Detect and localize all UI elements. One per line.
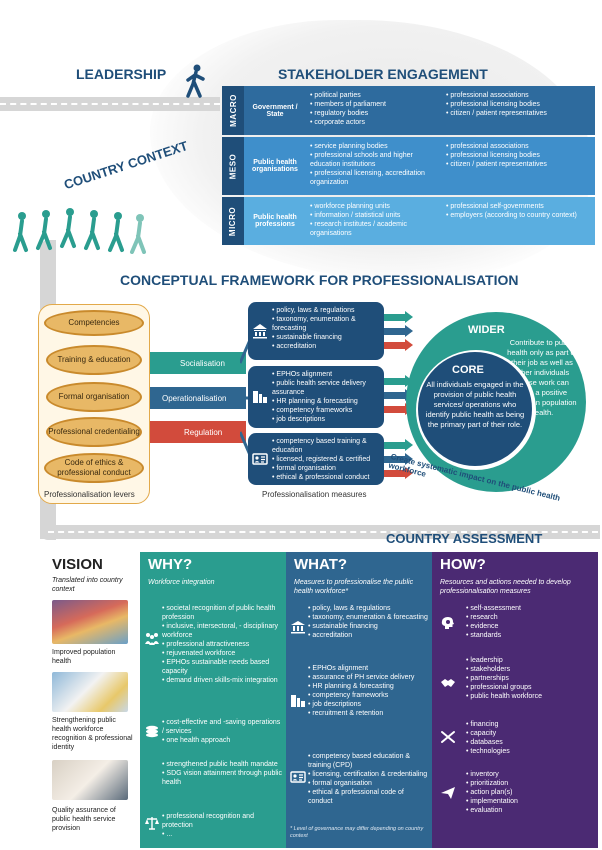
arrow-right: [384, 325, 413, 337]
road-marking: [48, 531, 598, 533]
band-socialisation: Socialisation: [150, 352, 246, 374]
why-column: WHY? Workforce integration: [140, 552, 286, 848]
arrow-right: [384, 389, 413, 401]
levers-caption: Professionalisation levers: [44, 490, 135, 499]
arrow-right: [384, 439, 413, 451]
what-subtitle: Measures to professionalise the public h…: [294, 579, 414, 595]
why-list: societal recognition of public health pr…: [162, 604, 282, 685]
measures-group-operations: EPHOs alignmentpublic health service del…: [248, 366, 384, 428]
group-walking-icon: [13, 208, 146, 254]
walking-person-icon: [186, 64, 205, 98]
how-subtitle: Resources and actions needed to develop …: [440, 579, 571, 595]
coins-icon: [146, 725, 158, 738]
measures-caption: Professionalisation measures: [262, 490, 367, 499]
leadership-heading: LEADERSHIP: [76, 66, 167, 82]
vision-item: Improved population health: [52, 649, 116, 665]
handshake-icon: [441, 679, 455, 687]
actors-column: service planning bodiesprofessional scho…: [306, 137, 442, 195]
handshake-photo: [52, 760, 128, 800]
lever-formal-organisation: Formal organisation: [46, 382, 142, 412]
actors-column: professional self-governmentsemployers (…: [442, 197, 592, 245]
actors-column: professional associationsprofessional li…: [442, 86, 592, 135]
government-building-icon: [253, 324, 267, 339]
what-footnote: * Level of governance may differ dependi…: [290, 826, 424, 839]
vision-subtitle: Translated into country context: [52, 577, 123, 593]
tools-icon: [441, 731, 455, 743]
lever-competencies: Competencies: [44, 310, 144, 336]
arrow-right: [384, 339, 413, 351]
id-card-icon: [290, 771, 306, 783]
scales-icon: [145, 817, 159, 830]
stakeholder-row-meso: MESO Public health organisations service…: [222, 137, 595, 195]
how-list: self-assessmentresearchevidencestandards: [466, 604, 586, 640]
why-subtitle: Workforce integration: [148, 579, 215, 586]
wider-text: Contribute to public health only as part…: [507, 338, 577, 417]
why-title: WHY?: [148, 556, 193, 573]
vision-item: Quality assurance of public health servi…: [52, 807, 116, 832]
arrow-right: [384, 375, 413, 387]
government-building-icon: [291, 621, 305, 634]
core-title: CORE: [452, 364, 484, 376]
paper-plane-icon: [441, 787, 455, 799]
vision-title: VISION: [52, 556, 103, 573]
speech-bubbles-photo: [52, 672, 128, 712]
head-gears-icon: [441, 617, 454, 629]
stairs-photo: [52, 600, 128, 644]
id-card-icon: [252, 453, 268, 465]
how-list: inventoryprioritizationaction plan(s)imp…: [466, 770, 586, 815]
vision-item: Strengthening public health workforce re…: [52, 717, 133, 751]
actors-column: workforce planning unitsinformation / st…: [306, 197, 442, 245]
measures-group-training: competency based training & educationlic…: [248, 433, 384, 485]
organisation-chart-icon: [291, 695, 305, 707]
how-list: financingcapacitydatabasestechnologies: [466, 720, 586, 756]
stakeholder-heading: STAKEHOLDER ENGAGEMENT: [278, 66, 488, 82]
level-title: Government / State: [252, 103, 298, 118]
what-title: WHAT?: [294, 556, 348, 573]
why-list: cost-effective and -saving operations / …: [162, 718, 282, 745]
level-label: MICRO: [222, 197, 244, 245]
arrow-right: [384, 403, 413, 415]
what-list: EPHOs alignmentassurance of PH service d…: [308, 664, 428, 718]
lever-code-of-ethics: Code of ethics & professional conduct: [44, 453, 144, 483]
arrow-right: [384, 467, 413, 479]
level-label: MESO: [222, 137, 244, 195]
lever-training: Training & education: [46, 345, 142, 375]
actors-column: professional associationsprofessional li…: [442, 137, 592, 195]
actors-column: political partiesmembers of parliamentre…: [306, 86, 442, 135]
level-label: MACRO: [222, 86, 244, 135]
organisation-chart-icon: [253, 391, 267, 403]
people-group-icon: [145, 633, 159, 645]
stakeholder-row-macro: MACRO Government / State political parti…: [222, 86, 595, 135]
lever-credentialing: Professional credentialing: [46, 417, 142, 447]
core-text: All individuals engaged in the provision…: [425, 380, 525, 429]
why-list: professional recognition and protection.…: [162, 812, 282, 839]
measures-group-policy: policy, laws & regulationstaxonomy, enum…: [248, 302, 384, 360]
level-title: Public health organisations: [252, 159, 298, 173]
framework-heading: CONCEPTUAL FRAMEWORK FOR PROFESSIONALISA…: [120, 272, 519, 288]
stakeholder-row-micro: MICRO Public health professions workforc…: [222, 197, 595, 245]
band-operationalisation: Operationalisation: [150, 387, 246, 409]
how-list: leadershipstakeholderspartnershipsprofes…: [466, 656, 586, 701]
country-assessment-heading: COUNTRY ASSESSMENT: [386, 531, 543, 546]
arrow-right: [384, 311, 413, 323]
band-regulation: Regulation: [150, 421, 246, 443]
core-circle: [418, 352, 532, 466]
level-title: Public health professions: [253, 214, 297, 228]
what-list: policy, laws & regulationstaxonomy, enum…: [308, 604, 428, 640]
arrow-right: [384, 453, 413, 465]
wider-title: WIDER: [468, 324, 505, 336]
why-list: strengthened public health mandateSDG vi…: [162, 760, 282, 787]
what-list: competency based education & training (C…: [308, 752, 428, 806]
road-marking: [0, 103, 220, 105]
how-title: HOW?: [440, 556, 486, 573]
